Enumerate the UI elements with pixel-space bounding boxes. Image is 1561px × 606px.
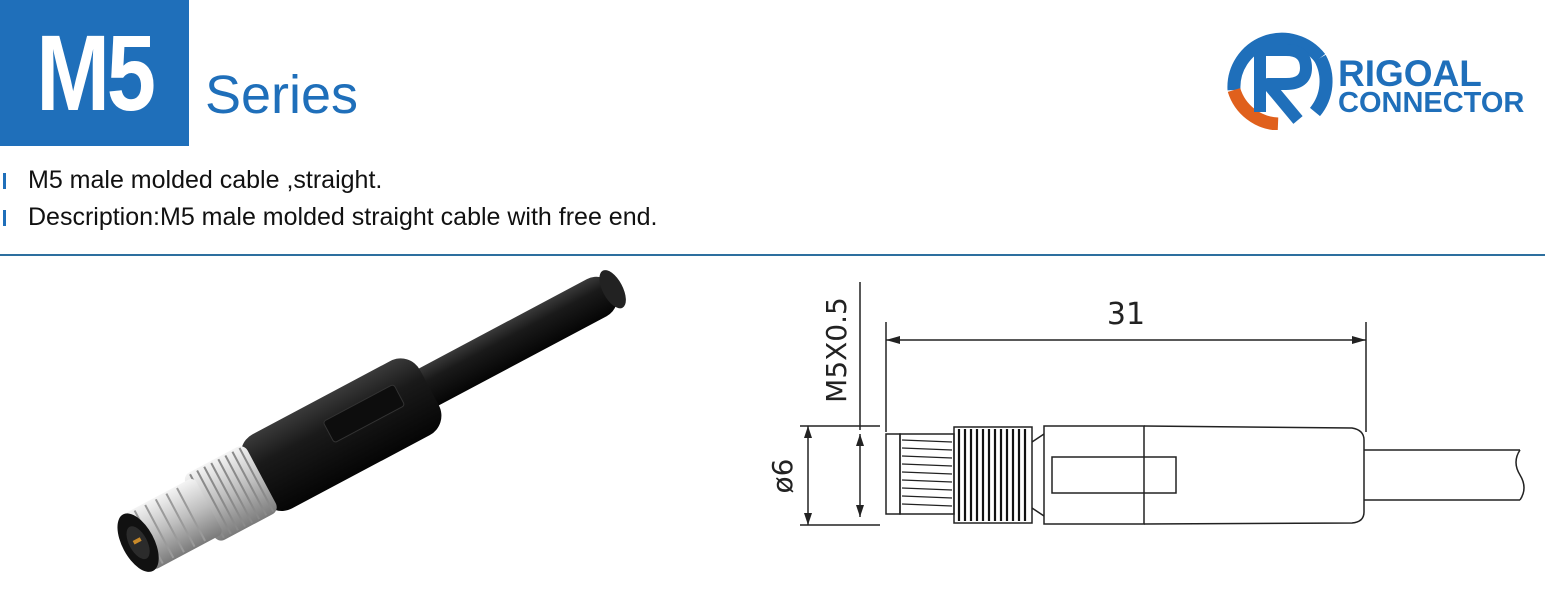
section-divider xyxy=(0,254,1545,256)
logo-line-connector: CONNECTOR xyxy=(1338,87,1525,119)
thread-dimension-label: M5X0.5 xyxy=(820,297,853,403)
product-image xyxy=(117,270,626,572)
logo-line-rigoal: RIGOAL xyxy=(1338,53,1482,94)
rigoal-logo-icon xyxy=(1227,32,1333,130)
bullet-text: M5 male molded cable ,straight. xyxy=(28,166,383,194)
series-title: Series xyxy=(205,65,359,125)
bullet-marker xyxy=(3,210,6,226)
bullet-marker xyxy=(3,173,6,189)
bullet-text: Description:M5 male molded straight cabl… xyxy=(28,203,658,231)
series-badge xyxy=(0,0,189,146)
bullet-row-description: Description:M5 male molded straight cabl… xyxy=(0,205,657,230)
diameter-dimension-label: ø6 xyxy=(766,459,799,494)
bullet-row-title: M5 male molded cable ,straight. xyxy=(0,168,382,193)
logo-wordmark: RIGOAL CONNECTOR xyxy=(1338,55,1524,118)
series-badge-text: M5 xyxy=(36,12,156,133)
length-dimension-label: 31 xyxy=(1107,297,1145,332)
technical-drawing: 31 ø6 M5X0.5 xyxy=(766,282,1525,526)
